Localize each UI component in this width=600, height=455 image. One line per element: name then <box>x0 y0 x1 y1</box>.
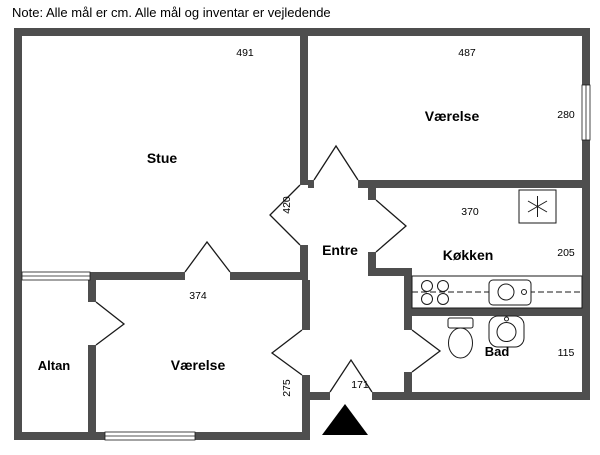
kitchen-fixtures <box>411 189 583 309</box>
wall-segment <box>404 372 412 400</box>
wall-segment <box>300 36 308 185</box>
wall-segment <box>14 28 590 36</box>
burner <box>421 280 433 292</box>
stove-burners-icon <box>421 280 449 305</box>
door-swing <box>313 144 359 181</box>
wall-segment <box>368 268 412 276</box>
dim-vaerelse-top-height: 280 <box>557 109 575 121</box>
door-swing <box>411 329 442 373</box>
wall-segment <box>582 28 590 85</box>
wall-segment <box>404 268 412 316</box>
sink-tap <box>521 289 527 295</box>
dim-vaerelse-bottom-width: 374 <box>189 290 207 302</box>
bath-sink-bowl <box>496 322 517 342</box>
bathroom-fixtures <box>447 315 525 359</box>
sink-bowl <box>497 283 515 301</box>
entrance-arrow-icon <box>322 404 368 435</box>
wall-segment <box>88 280 96 302</box>
room-label-entre: Entre <box>322 242 358 258</box>
door-swing <box>329 358 373 393</box>
dim-vaerelse-bottom-height: 275 <box>281 379 293 397</box>
wall-segment <box>404 316 412 330</box>
dim-vaerelse-top-width: 487 <box>458 47 476 59</box>
dim-koekken-height: 205 <box>557 247 575 259</box>
interior-walls <box>88 36 582 432</box>
room-labels: Stue Værelse Entre Køkken Bad Værelse Al… <box>38 108 510 373</box>
wall-segment <box>14 432 105 440</box>
wall-segment <box>302 375 310 432</box>
dim-bad-height: 115 <box>558 347 575 359</box>
window <box>581 84 591 141</box>
note-text: Note: Alle mål er cm. Alle mål og invent… <box>12 5 331 20</box>
burner <box>437 293 449 305</box>
wall-segment <box>230 272 308 280</box>
window <box>21 271 91 281</box>
window <box>104 431 196 441</box>
wall-segment <box>195 432 310 440</box>
room-label-vaerelse-top: Værelse <box>425 108 480 124</box>
wall-segment <box>358 180 582 188</box>
door-swing <box>269 184 301 246</box>
wall-segment <box>368 252 376 276</box>
dim-stue-height: 420 <box>281 196 293 214</box>
wall-segment <box>90 272 185 280</box>
room-label-altan: Altan <box>38 358 71 373</box>
wall-segment <box>302 392 330 400</box>
wall-segment <box>14 28 22 440</box>
door-swing <box>95 301 126 346</box>
door-swing <box>184 240 231 273</box>
wall-segment <box>372 392 590 400</box>
burner <box>437 280 449 292</box>
wall-segment <box>368 180 376 200</box>
appliance-asterisk-icon <box>518 189 557 224</box>
room-label-stue: Stue <box>147 150 178 166</box>
wall-segment <box>300 245 308 280</box>
exterior-walls <box>14 28 590 440</box>
dimension-labels: 491 487 280 370 205 115 420 374 275 171 <box>189 47 575 397</box>
wall-segment <box>582 140 590 400</box>
windows <box>21 84 591 441</box>
doors <box>95 144 442 393</box>
wall-segment <box>308 180 314 188</box>
burner <box>421 293 433 305</box>
door-swing <box>270 329 303 376</box>
wall-segment <box>302 280 310 330</box>
bath-sink-icon <box>488 315 525 348</box>
wall-segment <box>88 345 96 432</box>
room-label-koekken: Køkken <box>443 247 494 263</box>
room-label-vaerelse-bottom: Værelse <box>171 357 226 373</box>
bath-sink-tap <box>504 316 509 322</box>
kitchen-sink-icon <box>488 279 532 306</box>
door-swing <box>375 199 407 253</box>
dim-stue-width: 491 <box>236 47 254 59</box>
wall-segment <box>404 308 582 316</box>
room-label-bad: Bad <box>485 344 510 359</box>
toilet-icon <box>447 317 474 359</box>
asterisk-line <box>527 200 548 213</box>
dim-koekken-width: 370 <box>461 206 479 218</box>
toilet-bowl <box>448 327 473 359</box>
toilet-tank <box>447 317 474 329</box>
dim-entrance-width: 171 <box>351 379 369 391</box>
